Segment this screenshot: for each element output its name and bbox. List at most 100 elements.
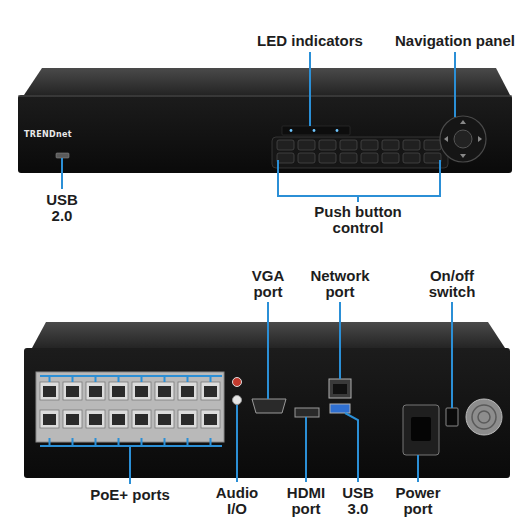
poe-port [63, 410, 82, 428]
bracket-tick [95, 376, 97, 382]
leader-line [61, 158, 63, 189]
poe-port [178, 382, 197, 400]
poe-panel [36, 372, 224, 442]
push-button [319, 140, 336, 150]
leader-line [309, 52, 311, 126]
callout-label: LED indicators [240, 33, 380, 49]
usb3-port [330, 404, 350, 413]
leader-line [129, 446, 131, 484]
port-opening [158, 386, 171, 397]
top-face [24, 68, 510, 95]
poe-port [201, 382, 220, 400]
callout-label: HDMI port [284, 485, 329, 517]
poe-port [86, 410, 105, 428]
fan-ring [472, 405, 496, 429]
callout-label: PoE+ ports [70, 487, 190, 503]
callout-label: Push button control [311, 204, 406, 236]
bracket-tick [210, 376, 212, 382]
push-button [424, 153, 441, 163]
hdmi-connector [295, 408, 319, 417]
bracket-tick [72, 438, 74, 446]
push-button [382, 153, 399, 163]
port-opening [181, 386, 194, 397]
led [336, 129, 339, 132]
port-opening [43, 414, 56, 425]
poe-port [40, 410, 59, 428]
port-opening [204, 386, 217, 397]
leader-line [454, 52, 456, 117]
bracket-tick [210, 438, 212, 446]
bracket [40, 375, 222, 377]
led [313, 129, 316, 132]
vga-connector [252, 399, 286, 413]
push-button [340, 153, 357, 163]
leader-line [345, 413, 358, 482]
push-button [277, 153, 294, 163]
port-opening [112, 386, 125, 397]
bracket-tick [95, 438, 97, 446]
push-button [403, 153, 420, 163]
bracket-tick [187, 438, 189, 446]
leader-line [305, 417, 307, 482]
audio-jack [233, 396, 242, 405]
callout-label: USB 2.0 [44, 192, 80, 224]
push-button [319, 153, 336, 163]
front-view [18, 68, 512, 173]
port-opening [135, 386, 148, 397]
audio-jack [233, 378, 242, 387]
navigation-center [454, 130, 472, 148]
front-face [18, 95, 512, 173]
navigation-wheel [440, 116, 486, 162]
bracket-tick [49, 376, 51, 382]
bracket-tick [118, 376, 120, 382]
callout-label: Network port [309, 268, 371, 300]
port-opening [89, 386, 102, 397]
poe-port [40, 382, 59, 400]
poe-port [86, 382, 105, 400]
nav-arrow [478, 136, 482, 142]
leader-line [451, 302, 453, 408]
nav-arrow [460, 154, 466, 158]
port-opening [66, 386, 79, 397]
leader-line [236, 405, 238, 482]
push-button [298, 153, 315, 163]
power-switch [446, 408, 458, 426]
callout-label: Audio I/O [215, 485, 260, 517]
push-buttons [277, 140, 441, 163]
poe-port [132, 410, 151, 428]
bracket-tick [164, 376, 166, 382]
callout-label: USB 3.0 [340, 485, 376, 517]
bracket-tick [118, 438, 120, 446]
poe-port [178, 410, 197, 428]
push-button [340, 140, 357, 150]
power-socket [403, 405, 439, 455]
led [290, 129, 293, 132]
bracket [278, 160, 440, 196]
bracket-tick [141, 438, 143, 446]
callout-label: On/off switch [425, 268, 480, 300]
rj45-opening [333, 384, 347, 394]
port-opening [89, 414, 102, 425]
led-strip [282, 126, 350, 135]
power-opening [411, 417, 431, 441]
port-opening [66, 414, 79, 425]
leader-line [267, 302, 269, 399]
poe-port [155, 410, 174, 428]
port-opening [135, 414, 148, 425]
port-opening [181, 414, 194, 425]
brand-logo: TRENDnet [24, 130, 72, 139]
push-button [298, 140, 315, 150]
poe-port [109, 382, 128, 400]
fan-ring [478, 411, 490, 423]
leader-line [417, 455, 419, 482]
bracket-tick [49, 438, 51, 446]
leader-lines [62, 52, 455, 484]
callout-label: Power port [394, 485, 442, 517]
poe-port [132, 382, 151, 400]
poe-ports [40, 382, 220, 428]
nav-arrow [444, 136, 448, 142]
callout-label: VGA port [250, 268, 286, 300]
button-panel [272, 137, 448, 168]
push-button [361, 140, 378, 150]
